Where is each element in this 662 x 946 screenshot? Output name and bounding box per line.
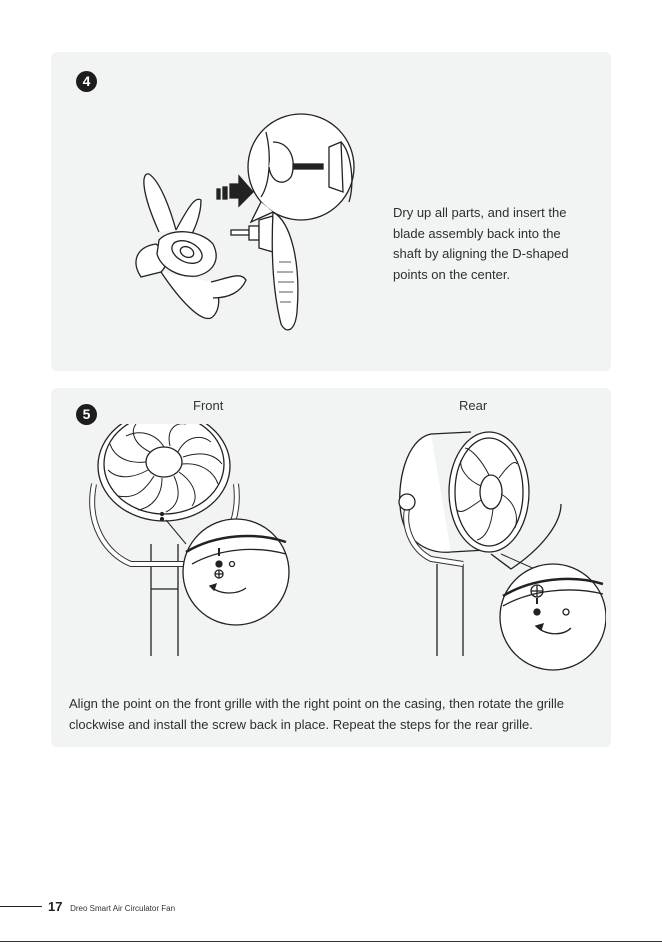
step-4-badge: 4 — [76, 71, 97, 92]
step-5-badge: 5 — [76, 404, 97, 425]
step-5-description: Align the point on the front grille with… — [69, 696, 565, 732]
rear-grille-illustration — [398, 431, 606, 671]
step-5-panel: 5 Front Rear — [51, 388, 611, 747]
page-number: 17 — [48, 899, 63, 914]
bottom-rule — [0, 941, 662, 942]
blade-insertion-illustration — [135, 113, 355, 331]
rear-label: Rear — [459, 398, 488, 413]
step-4-panel: 4 — [51, 52, 611, 371]
step-4-description: Dry up all parts, and insert the blade a… — [393, 205, 569, 282]
front-label: Front — [193, 398, 224, 413]
page-footer: 17 Dreo Smart Air Circulator Fan — [48, 899, 175, 914]
footer-title: Dreo Smart Air Circulator Fan — [70, 904, 176, 913]
front-grille-illustration — [89, 424, 290, 656]
footer-rule — [0, 906, 42, 907]
